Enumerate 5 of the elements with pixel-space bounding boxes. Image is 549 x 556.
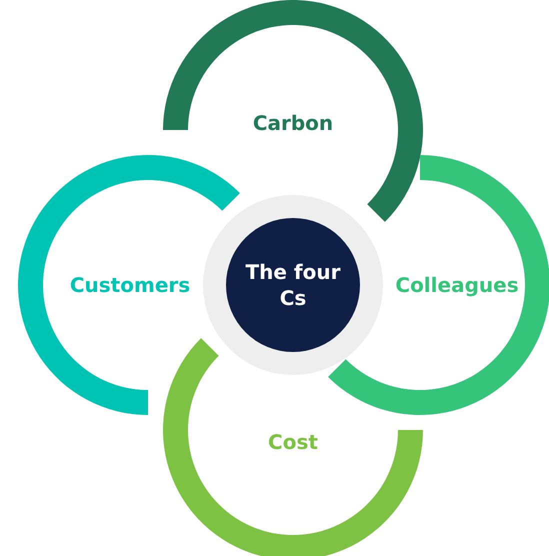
hub-label: The four Cs [244,259,342,311]
segment-label: Cost [268,430,318,454]
segment-label: Customers [70,273,190,297]
segment-label: Colleagues [395,273,519,297]
segment-label: Carbon [252,111,334,135]
